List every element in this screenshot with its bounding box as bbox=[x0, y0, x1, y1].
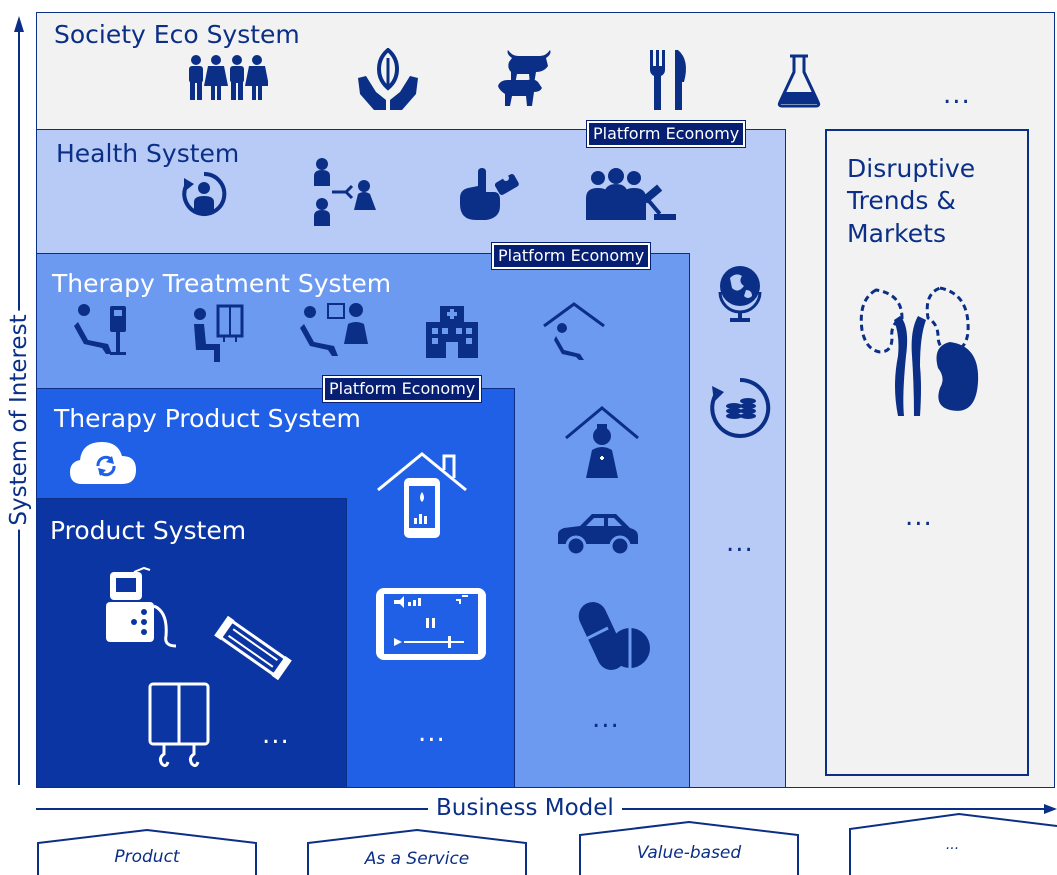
business-model-tab-more[interactable] bbox=[848, 812, 1057, 875]
globe-icon bbox=[718, 266, 762, 322]
dialysis-chair-icon bbox=[74, 304, 126, 355]
home-phone-icon bbox=[377, 452, 467, 538]
home-nurse-icon bbox=[565, 406, 639, 478]
y-axis: System of Interest bbox=[0, 0, 36, 790]
product-title: Product System bbox=[50, 516, 247, 545]
society-title: Society Eco System bbox=[54, 20, 300, 49]
hands-leaf-icon bbox=[358, 48, 418, 110]
trends-title-line3: Markets bbox=[847, 219, 946, 248]
business-model-more-label: ... bbox=[945, 837, 960, 853]
home-chair-icon bbox=[543, 302, 605, 360]
pills-icon bbox=[578, 602, 650, 670]
layer-product-system bbox=[36, 498, 347, 788]
health-platform-economy: Platform Economy bbox=[585, 120, 747, 148]
panel-disruptive-trends bbox=[825, 129, 1029, 776]
fork-knife-icon bbox=[650, 50, 686, 110]
bull-bear-icon bbox=[498, 50, 551, 106]
health-column-more: ... bbox=[726, 528, 754, 558]
y-axis-label: System of Interest bbox=[6, 310, 32, 530]
chair-iv-bag-icon bbox=[194, 304, 244, 362]
dialysis-machine-icon bbox=[106, 566, 177, 648]
trends-title-line2: Trends & bbox=[847, 186, 956, 215]
society-more: ... bbox=[943, 80, 971, 110]
product-more: ... bbox=[262, 720, 290, 750]
car-icon bbox=[558, 514, 638, 557]
business-model-tab-product[interactable] bbox=[36, 828, 258, 875]
therapy-treatment-platform-economy: Platform Economy bbox=[490, 242, 652, 270]
trends-more: ... bbox=[905, 502, 933, 532]
cloud-sync-icon bbox=[70, 442, 136, 484]
therapy-product-platform-economy: Platform Economy bbox=[321, 375, 483, 403]
x-axis-label: Business Model bbox=[428, 797, 622, 820]
therapy-product-title: Therapy Product System bbox=[54, 404, 361, 433]
business-model-tab-value-based[interactable] bbox=[578, 820, 800, 875]
nurse-chair-icon bbox=[300, 303, 368, 356]
health-title: Health System bbox=[56, 139, 240, 168]
business-model-service-label: As a Service bbox=[364, 849, 470, 869]
trends-title-line1: Disruptive bbox=[847, 154, 976, 183]
dialyzer-filter-icon bbox=[214, 616, 292, 680]
flask-icon bbox=[777, 54, 821, 108]
hand-touch-tag-icon bbox=[460, 168, 519, 220]
family-icon bbox=[189, 55, 268, 100]
tablet-video-icon bbox=[376, 588, 486, 660]
business-model-product-label: Product bbox=[114, 847, 180, 867]
therapy-product-more: ... bbox=[418, 718, 446, 748]
business-model-tab-service[interactable] bbox=[306, 828, 528, 875]
business-model-value-based-label: Value-based bbox=[636, 843, 742, 863]
therapy-treatment-title: Therapy Treatment System bbox=[52, 269, 392, 298]
patient-cycle-icon bbox=[182, 171, 227, 216]
treatment-column-more: ... bbox=[592, 704, 620, 734]
group-justice-icon bbox=[586, 168, 676, 220]
iv-bags-icon bbox=[148, 682, 210, 768]
hospital-icon bbox=[426, 306, 478, 358]
doctor-referral-icon bbox=[314, 158, 376, 226]
coins-cycle-icon bbox=[710, 377, 771, 438]
kidney-icon bbox=[859, 286, 979, 416]
